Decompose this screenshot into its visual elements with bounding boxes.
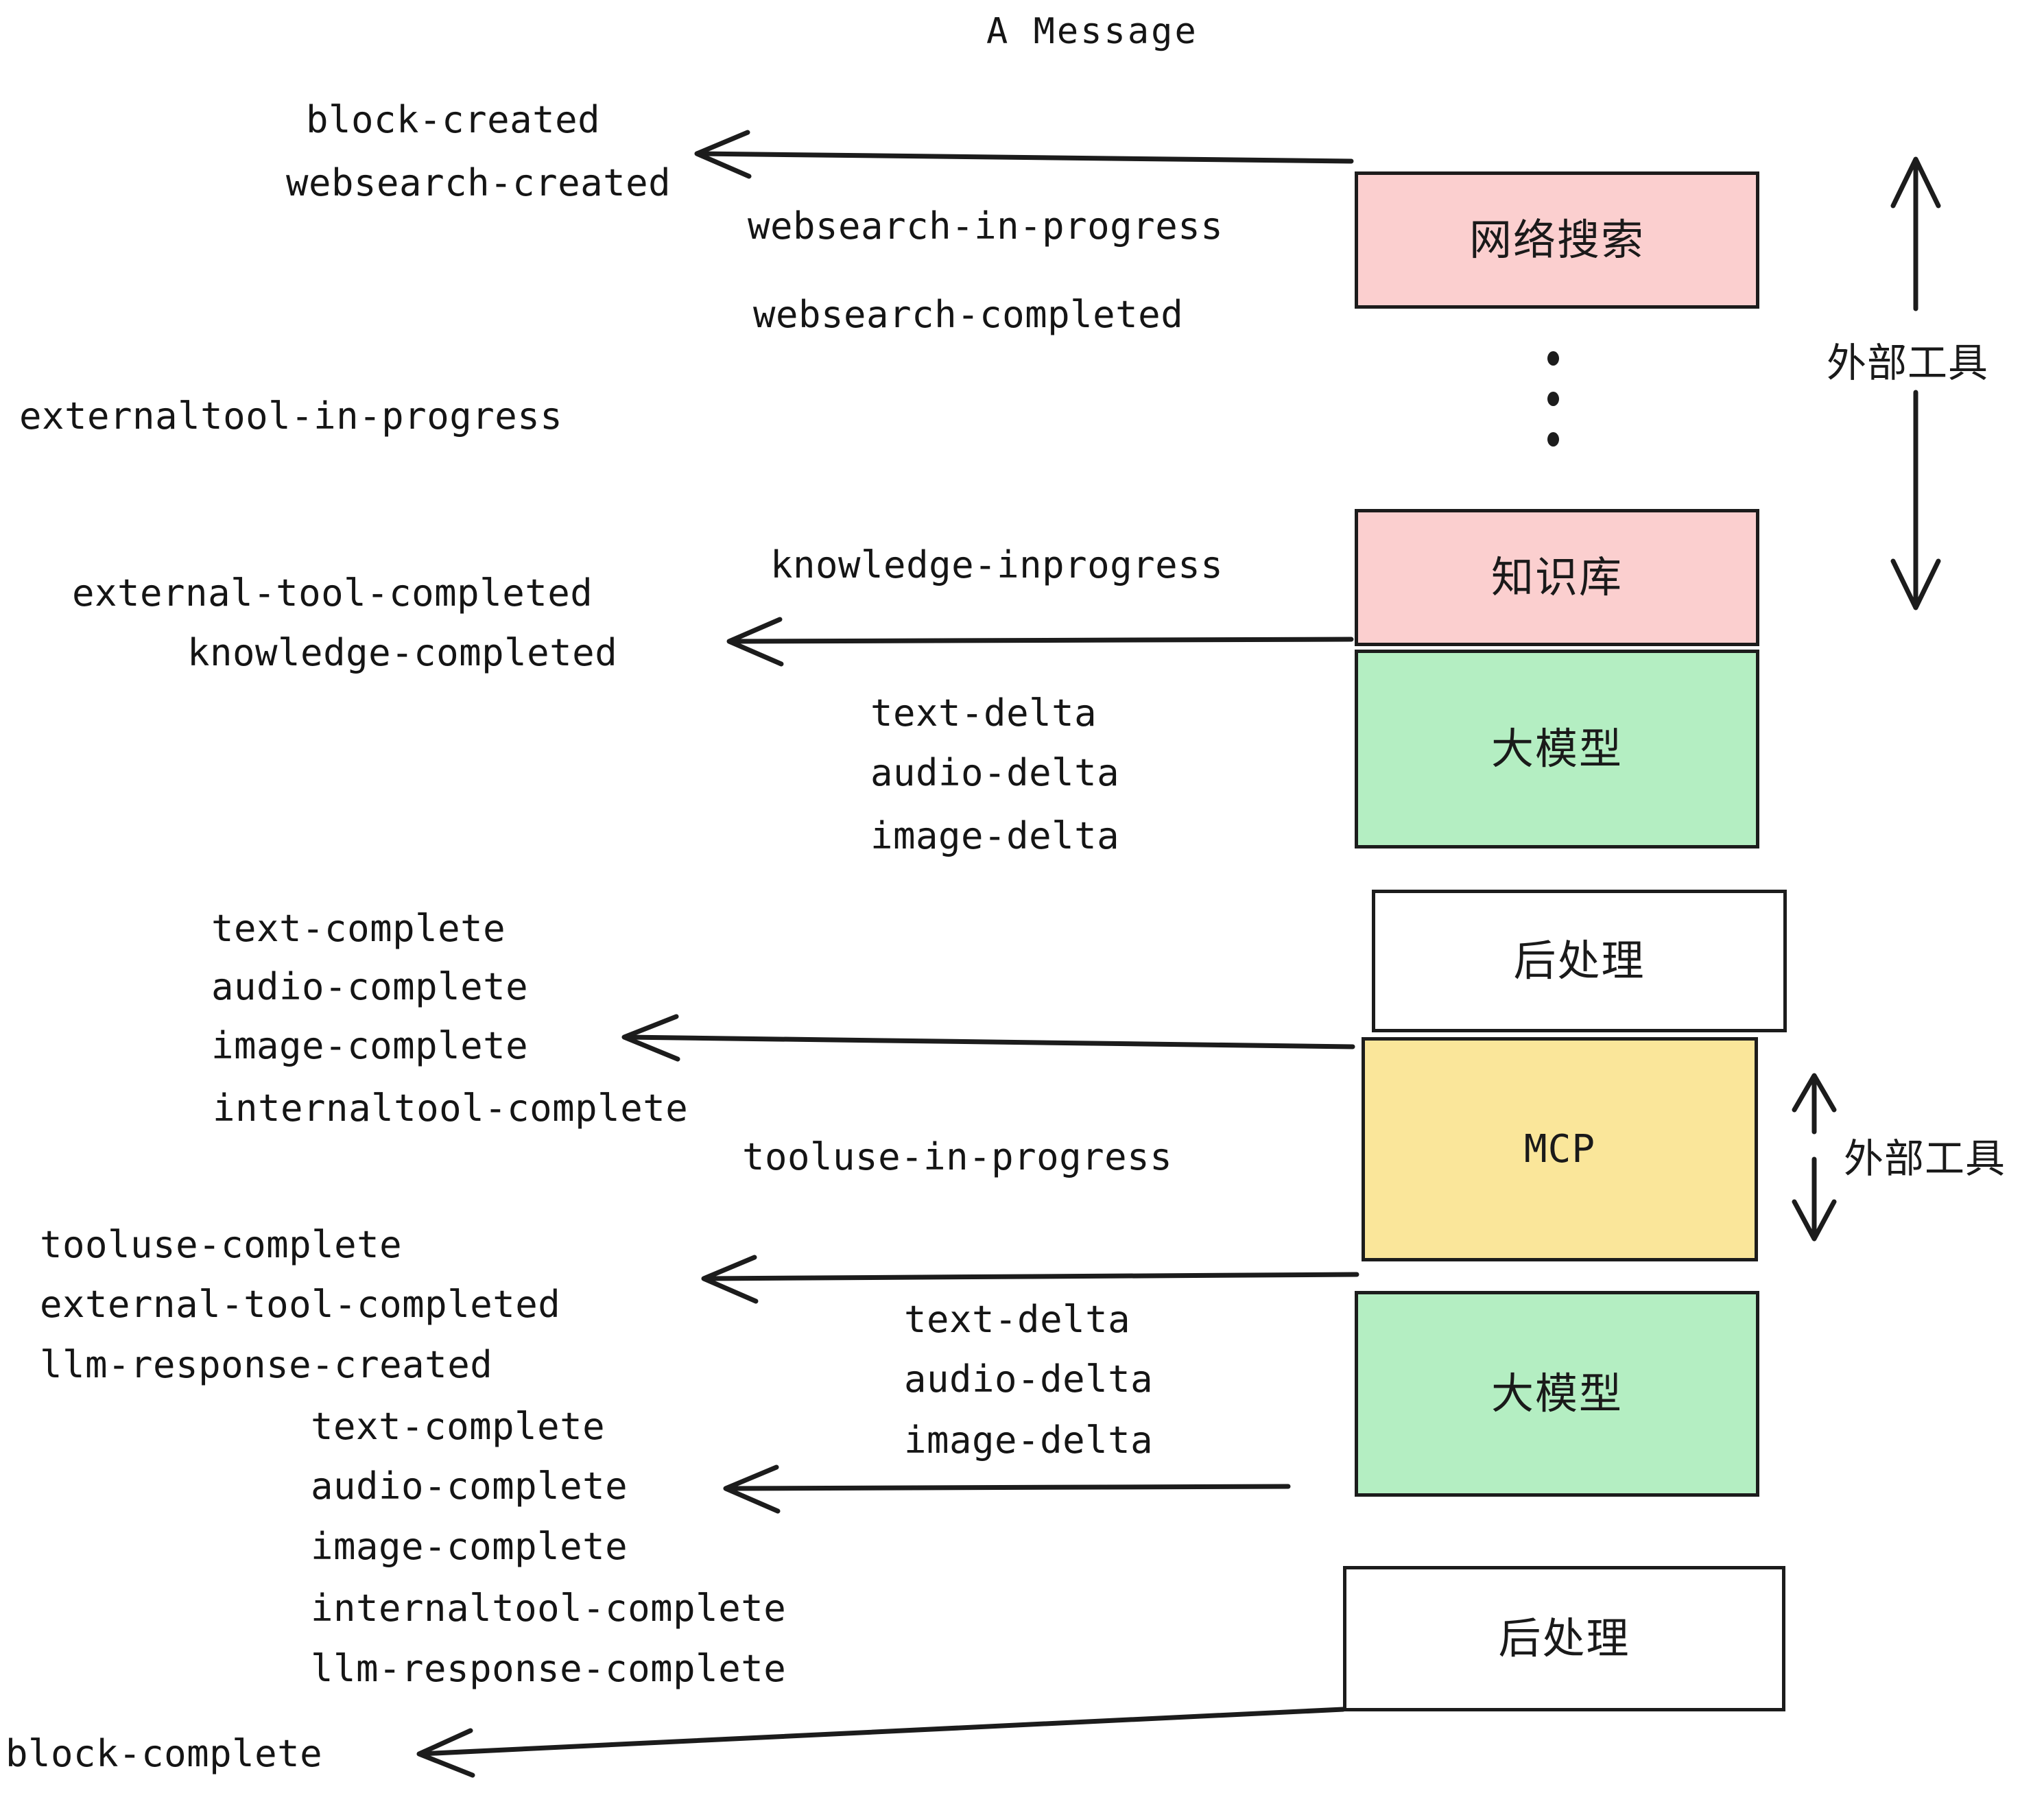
event-label-tooluse-in-progress: tooluse-in-progress bbox=[742, 1135, 1173, 1178]
event-label-websearch-completed: websearch-completed bbox=[753, 293, 1184, 336]
node-knowledge-base[interactable]: 知识库 bbox=[1355, 509, 1759, 646]
event-label-block-created: block-created bbox=[306, 98, 601, 141]
node-postprocess-top[interactable]: 后处理 bbox=[1372, 890, 1787, 1032]
event-label-text-complete-1: text-complete bbox=[211, 907, 506, 950]
event-label-internaltool-complete-1: internaltool-complete bbox=[213, 1087, 689, 1130]
node-knowledge-base-label: 知识库 bbox=[1490, 552, 1623, 602]
node-mcp-label: MCP bbox=[1523, 1126, 1596, 1172]
arrow-websearch-to-block-created bbox=[694, 130, 1354, 179]
arrow-post-to-image-complete bbox=[621, 1014, 1355, 1062]
event-label-internaltool-complete-2: internaltool-complete bbox=[311, 1587, 787, 1630]
event-label-knowledge-completed: knowledge-completed bbox=[187, 631, 618, 674]
node-postprocess-top-label: 后处理 bbox=[1513, 936, 1645, 986]
event-label-tooluse-complete: tooluse-complete bbox=[40, 1223, 403, 1266]
node-postprocess-bottom[interactable]: 后处理 bbox=[1343, 1566, 1785, 1711]
node-llm-top[interactable]: 大模型 bbox=[1355, 650, 1759, 848]
node-postprocess-bottom-label: 后处理 bbox=[1498, 1613, 1630, 1663]
node-llm-bottom-label: 大模型 bbox=[1490, 1368, 1623, 1419]
node-websearch[interactable]: 网络搜索 bbox=[1355, 171, 1759, 309]
event-label-image-complete-1: image-complete bbox=[211, 1024, 529, 1067]
event-label-audio-complete-1: audio-complete bbox=[211, 965, 529, 1008]
event-label-audio-delta-1: audio-delta bbox=[870, 751, 1120, 794]
event-label-audio-complete-2: audio-complete bbox=[311, 1464, 628, 1508]
event-label-knowledge-inprogress: knowledge-inprogress bbox=[770, 543, 1224, 586]
node-mcp[interactable]: MCP bbox=[1362, 1037, 1758, 1261]
event-label-image-delta-1: image-delta bbox=[870, 814, 1120, 857]
double-arrow-external-tools-bottom bbox=[1792, 1073, 1837, 1242]
event-label-text-delta-1: text-delta bbox=[870, 691, 1097, 735]
page-title: A Message bbox=[986, 11, 1198, 52]
event-label-block-complete: block-complete bbox=[5, 1732, 323, 1775]
event-label-external-tool-completed-1: external-tool-completed bbox=[72, 571, 593, 615]
event-label-externaltool-in-progress: externaltool-in-progress bbox=[19, 394, 563, 438]
side-label-external-tools-top: 外部工具 bbox=[1827, 340, 1989, 386]
arrow-llm-to-audio-complete bbox=[723, 1464, 1291, 1514]
event-label-image-complete-2: image-complete bbox=[311, 1525, 628, 1568]
node-llm-bottom[interactable]: 大模型 bbox=[1355, 1291, 1759, 1497]
node-llm-top-label: 大模型 bbox=[1490, 724, 1623, 774]
event-label-audio-delta-2: audio-delta bbox=[904, 1357, 1154, 1401]
event-label-text-delta-2: text-delta bbox=[904, 1298, 1131, 1341]
event-label-external-tool-completed-2: external-tool-completed bbox=[40, 1283, 561, 1326]
event-label-text-complete-2: text-complete bbox=[311, 1405, 606, 1448]
event-label-websearch-created: websearch-created bbox=[286, 161, 672, 204]
arrow-mcp-to-tooluse-complete bbox=[701, 1255, 1359, 1304]
vertical-ellipsis-icon bbox=[1547, 351, 1559, 473]
side-label-external-tools-bottom: 外部工具 bbox=[1844, 1135, 2006, 1182]
arrow-knowledge-to-completed bbox=[726, 617, 1354, 667]
node-websearch-label: 网络搜索 bbox=[1469, 215, 1645, 265]
arrow-post-to-block-complete bbox=[416, 1707, 1346, 1778]
event-label-llm-response-complete: llm-response-complete bbox=[311, 1647, 787, 1690]
event-label-image-delta-2: image-delta bbox=[904, 1419, 1154, 1462]
event-label-websearch-in-progress: websearch-in-progress bbox=[748, 204, 1224, 248]
event-label-llm-response-created: llm-response-created bbox=[40, 1343, 493, 1386]
